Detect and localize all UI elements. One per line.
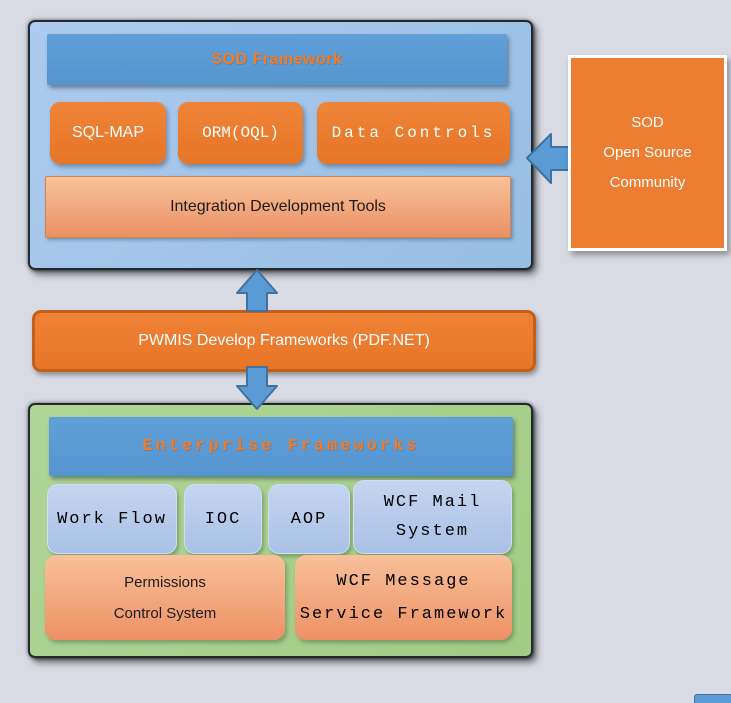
data-controls-label: Data Controls	[331, 124, 496, 142]
pwmis-bar: PWMIS Develop Frameworks (PDF.NET)	[32, 310, 536, 372]
down-arrow-icon	[236, 366, 278, 410]
sql-map-box: SQL-MAP	[50, 102, 166, 164]
cropped-blue-shape	[694, 694, 731, 703]
orm-oql-label: ORM(OQL)	[202, 124, 279, 142]
sod-framework-container: SOD Framework SQL-MAP ORM(OQL) Data Cont…	[28, 20, 533, 270]
sql-map-label: SQL-MAP	[71, 124, 144, 141]
ioc-label: IOC	[204, 509, 242, 529]
permissions-control-box: Permissions Control System	[45, 555, 285, 640]
wcf-message-line-1: WCF Message	[336, 571, 471, 591]
enterprise-container: Enterprise Frameworks Work Flow IOC AOP …	[28, 403, 533, 658]
ioc-box: IOC	[184, 484, 262, 554]
data-controls-box: Data Controls	[317, 102, 510, 164]
permissions-line-2: Control System	[113, 604, 217, 622]
integration-tools-box: Integration Development Tools	[45, 176, 511, 238]
wcf-mail-line-1: WCF Mail	[383, 493, 482, 512]
integration-tools-label: Integration Development Tools	[170, 198, 386, 215]
enterprise-title: Enterprise Frameworks	[142, 437, 420, 456]
permissions-line-1: Permissions	[124, 573, 206, 591]
pwmis-label: PWMIS Develop Frameworks (PDF.NET)	[138, 332, 430, 349]
wcf-message-line-2: Service Framework	[299, 604, 508, 624]
community-line-1: SOD	[631, 114, 664, 131]
community-box: SOD Open Source Community	[568, 55, 727, 251]
up-arrow-icon	[236, 269, 278, 312]
work-flow-box: Work Flow	[47, 484, 177, 554]
sod-framework-title: SOD Framework	[211, 50, 343, 68]
wcf-message-service-box: WCF Message Service Framework	[295, 555, 512, 640]
wcf-mail-system-box: WCF Mail System	[353, 480, 512, 554]
left-arrow-icon	[526, 133, 572, 184]
work-flow-label: Work Flow	[57, 509, 167, 529]
enterprise-header: Enterprise Frameworks	[49, 417, 513, 476]
sod-framework-header: SOD Framework	[47, 34, 507, 85]
wcf-mail-line-2: System	[395, 522, 470, 541]
aop-box: AOP	[268, 484, 350, 554]
community-line-3: Community	[609, 174, 686, 191]
aop-label: AOP	[290, 509, 328, 529]
community-line-2: Open Source	[603, 144, 692, 161]
orm-oql-box: ORM(OQL)	[178, 102, 303, 164]
